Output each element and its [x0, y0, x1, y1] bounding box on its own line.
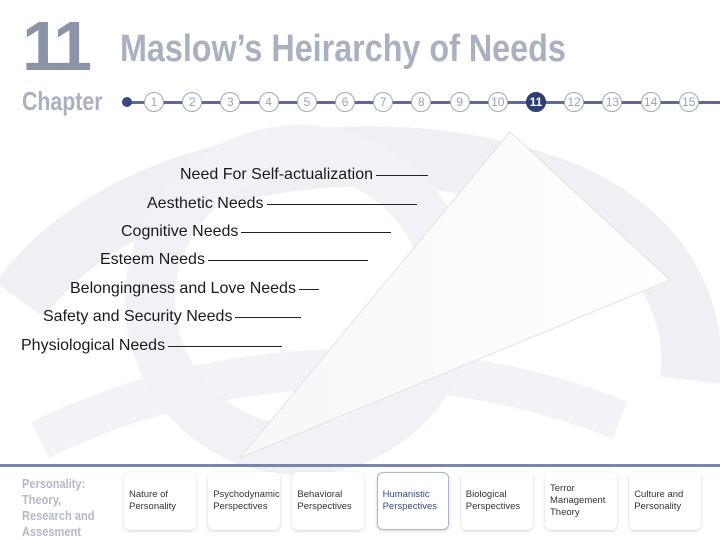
pyramid-level-leader-line: [266, 203, 417, 205]
pyramid-level-label: Aesthetic Needs: [147, 195, 264, 212]
footer-tab-label: Culture and Personality: [634, 489, 684, 512]
pyramid-level-2: Aesthetic Needs: [147, 194, 417, 214]
chapter-nav-item-4[interactable]: 4: [258, 92, 279, 112]
chapter-nav-item-15[interactable]: 15: [678, 92, 699, 112]
pyramid-level-leader-line: [168, 345, 283, 347]
pyramid-level-5: Belongingness and Love Needs: [70, 279, 319, 299]
chapter-label: Chapter: [22, 86, 103, 116]
footer-tab-7[interactable]: Culture and Personality: [629, 472, 702, 530]
footer-tab-label: Nature of Personality: [129, 489, 176, 512]
footer-tab-label: Biological Perspectives: [465, 489, 521, 512]
pyramid-graphic: [239, 131, 671, 459]
footer-tab-3[interactable]: Behavioral Perspectives: [292, 472, 365, 530]
chapter-nav-item-5[interactable]: 5: [296, 92, 317, 112]
chapter-nav-item-6[interactable]: 6: [335, 92, 355, 112]
chapter-nav-item-8[interactable]: 8: [411, 92, 432, 112]
chapter-nav-item-11[interactable]: 11: [526, 92, 546, 112]
footer-tab-label: Psychodynamic Perspectives: [213, 489, 280, 512]
chapter-nav-item-12[interactable]: 12: [564, 92, 585, 112]
footer-tab-label: Behavioral Perspectives: [297, 489, 352, 512]
pyramid-right-face: [239, 131, 671, 459]
footer-tab-2[interactable]: Psychodynamic Perspectives: [208, 472, 281, 530]
chapter-nav-item-9[interactable]: 9: [449, 92, 470, 112]
footer-tab-label: Humanistic Perspectives: [382, 489, 437, 512]
footer-tab-5[interactable]: Biological Perspectives: [460, 472, 533, 530]
pyramid-level-leader-line: [207, 259, 368, 261]
pyramid-level-4: Esteem Needs: [100, 250, 368, 270]
pyramid-level-label: Esteem Needs: [100, 251, 205, 268]
pyramid-level-1: Need For Self-actualization: [180, 165, 428, 185]
footer-rule: [0, 464, 720, 467]
pyramid-level-leader-line: [375, 174, 428, 176]
pyramid-level-label: Need For Self-actualization: [180, 166, 373, 183]
chapter-nav-item-1[interactable]: 1: [144, 92, 164, 112]
pyramid-level-6: Safety and Security Needs: [43, 307, 302, 327]
pyramid-level-label: Safety and Security Needs: [43, 308, 233, 325]
chapter-nav-item-3[interactable]: 3: [220, 92, 241, 112]
chapter-nav-item-7[interactable]: 7: [373, 92, 394, 112]
book-title: Personality: Theory, Research and Assesm…: [22, 476, 95, 539]
chapter-nav-item-13[interactable]: 13: [602, 92, 623, 112]
pyramid-level-leader-line: [241, 231, 392, 233]
footer-tab-label: Terror Management Theory: [550, 483, 606, 518]
footer-tab-6[interactable]: Terror Management Theory: [545, 472, 617, 530]
footer-tab-1[interactable]: Nature of Personality: [124, 472, 196, 530]
pyramid-level-leader-line: [298, 288, 319, 290]
chapter-nav-item-14[interactable]: 14: [640, 92, 661, 112]
pyramid-level-3: Cognitive Needs: [121, 222, 392, 242]
page-title: Maslow’s Heirarchy of Needs: [120, 28, 566, 70]
pyramid-level-7: Physiological Needs: [21, 336, 283, 356]
footer-tab-4[interactable]: Humanistic Perspectives: [376, 472, 449, 530]
pyramid-level-label: Belongingness and Love Needs: [70, 280, 296, 297]
chapter-nav-start-dot: [122, 97, 132, 107]
pyramid-level-label: Physiological Needs: [21, 337, 166, 354]
pyramid-level-leader-line: [235, 316, 302, 318]
chapter-nav-item-2[interactable]: 2: [182, 92, 203, 112]
chapter-number: 11: [22, 7, 92, 85]
chapter-nav-item-10[interactable]: 10: [487, 92, 508, 112]
pyramid-level-label: Cognitive Needs: [121, 223, 239, 240]
